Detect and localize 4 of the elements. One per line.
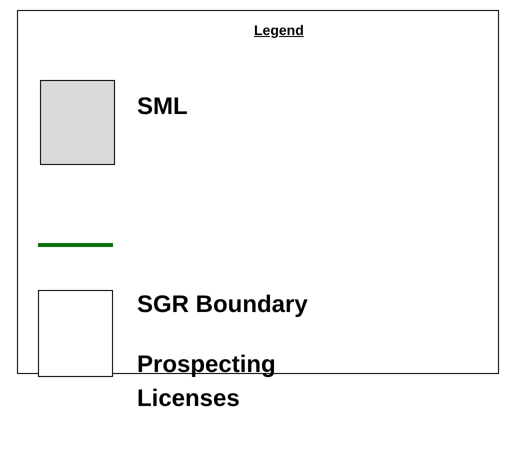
legend-label: Prospecting Licenses (137, 350, 277, 414)
legend-label: SML (137, 92, 189, 122)
legend-title: Legend (254, 22, 304, 38)
legend-label: SGR Boundary (137, 290, 309, 320)
